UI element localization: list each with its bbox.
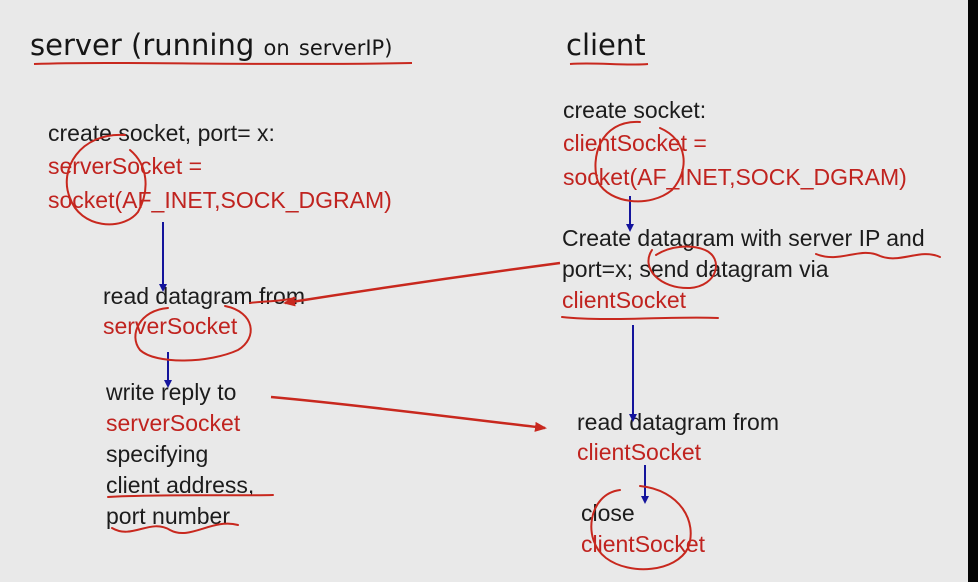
client-read-datagram-text: read datagram from [577,409,779,435]
server-ip-label: serverIP) [298,36,393,60]
client-create-socket-text: create socket: [563,97,707,123]
server-write-socket-code: serverSocket [106,410,241,436]
port-number-ink-underline [111,522,239,535]
client-heading-underline [569,62,649,66]
server-on-label: on [263,36,290,60]
client-address-ink-underline [107,494,274,498]
server-socket-call-code: socket(AF_INET,SOCK_DGRAM) [48,187,392,213]
server-ip-ink-underline [815,251,941,260]
server-socket-ink-circle [65,133,147,226]
send-to-server-arrow [283,261,561,307]
server-create-socket-text: create socket, port= x: [48,120,275,146]
server-running-label: (running [131,28,255,62]
right-edge-bar [968,0,978,582]
reply-to-client-arrow [270,395,547,432]
client-socket-call-code: socket(AF_INET,SOCK_DGRAM) [563,164,907,190]
server-specifying-text: specifying [106,441,209,467]
client-send-ink-circle [647,245,717,290]
server-heading-underline [33,62,413,65]
client-close-text: close [581,500,635,526]
server-title: server [30,28,122,62]
server-heading: server (running on serverIP) [30,26,392,67]
client-send-text: port=x; send datagram via [562,256,829,282]
server-read-socket-code: serverSocket [103,313,238,339]
server-client-address-text: client address, [106,472,255,498]
client-send-socket-code: clientSocket [562,287,687,313]
server-read-datagram-text: read datagram from [103,283,305,309]
server-port-number-text: port number [106,503,231,529]
client-read-socket-code: clientSocket [577,439,702,465]
client-send-socket-ink-underline [561,316,719,321]
client-heading: client [566,28,646,62]
client-create-datagram-text: Create datagram with server IP and [562,225,925,251]
server-read-ink-circle [134,305,252,362]
client-socket-ink-circle [594,120,685,203]
client-close-ink-circle [590,485,692,571]
server-read-ink-underline [249,297,296,304]
